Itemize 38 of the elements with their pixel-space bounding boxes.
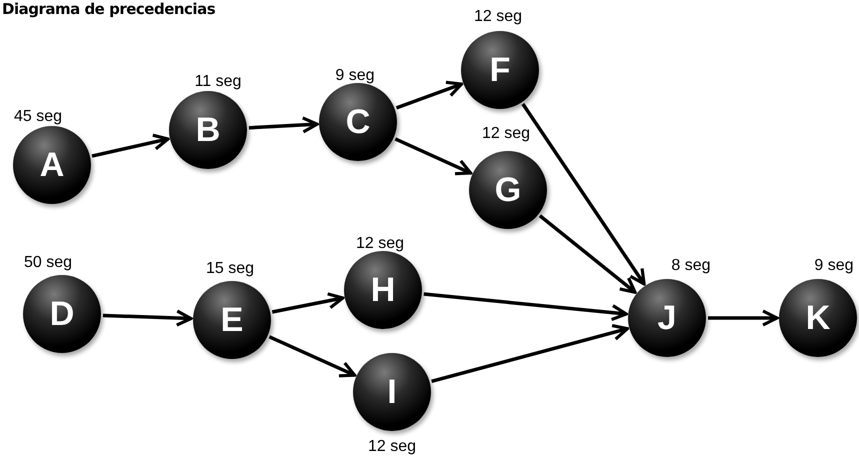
diagram-title: Diagrama de precedencias bbox=[2, 0, 216, 18]
arrow bbox=[431, 324, 629, 384]
task-letter: B bbox=[196, 110, 220, 150]
arrow bbox=[248, 116, 319, 134]
duration-label: 45 seg bbox=[14, 108, 62, 126]
task-circle bbox=[353, 353, 431, 431]
task-letter: I bbox=[387, 372, 397, 412]
task-letter: F bbox=[490, 50, 510, 90]
arrow bbox=[708, 309, 779, 327]
duration-label: 50 seg bbox=[24, 254, 72, 272]
task-circle bbox=[628, 279, 706, 357]
task-letter: J bbox=[658, 298, 676, 338]
duration-label: 11 seg bbox=[194, 73, 242, 91]
arrow bbox=[396, 80, 464, 110]
arrow bbox=[272, 292, 344, 314]
duration-label: 12 seg bbox=[482, 125, 530, 143]
arrow bbox=[92, 134, 170, 158]
arrow bbox=[394, 137, 472, 176]
arrow bbox=[268, 335, 356, 378]
task-letter: C bbox=[346, 102, 370, 142]
arrow bbox=[538, 214, 637, 294]
duration-label: 12 seg bbox=[368, 438, 416, 456]
task-letter: E bbox=[220, 300, 244, 340]
duration-label: 15 seg bbox=[206, 260, 254, 278]
task-letter: H bbox=[370, 270, 396, 310]
duration-label: 12 seg bbox=[356, 235, 404, 253]
arrow bbox=[102, 310, 193, 327]
task-letter: G bbox=[494, 170, 522, 210]
duration-label: 12 seg bbox=[474, 8, 522, 26]
duration-label: 9 seg bbox=[335, 67, 375, 85]
task-letter: A bbox=[40, 146, 64, 184]
task-letter: K bbox=[806, 298, 830, 338]
task-circle bbox=[469, 151, 547, 229]
arrow bbox=[424, 292, 628, 322]
task-letter: D bbox=[50, 294, 74, 334]
arrow bbox=[521, 103, 646, 286]
duration-label: 9 seg bbox=[814, 257, 854, 275]
duration-label: 8 seg bbox=[671, 257, 711, 275]
